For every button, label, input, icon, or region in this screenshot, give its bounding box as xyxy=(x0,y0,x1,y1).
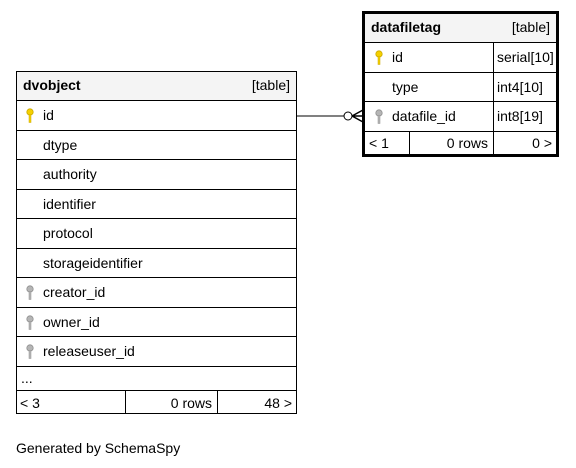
column-row[interactable]: creator_id xyxy=(17,278,296,308)
table-kind: [table] xyxy=(511,19,550,35)
column-name: owner_id xyxy=(43,314,100,330)
table-name[interactable]: dvobject xyxy=(23,77,81,93)
column-type: int8[19] xyxy=(497,108,543,124)
column-name: storageidentifier xyxy=(43,255,143,271)
column-name: authority xyxy=(43,166,97,182)
column-name: releaseuser_id xyxy=(43,343,135,359)
primary-key-icon xyxy=(375,50,383,65)
table-header: datafiletag [table] xyxy=(365,14,556,43)
child-count-link[interactable]: 48 > xyxy=(264,395,292,411)
table-footer: < 1 0 rows 0 > xyxy=(365,132,556,154)
column-name: identifier xyxy=(43,196,96,212)
foreign-key-icon xyxy=(26,285,34,300)
crows-foot-many-icon xyxy=(351,109,364,123)
column-name: type xyxy=(392,79,419,95)
column-row[interactable]: id serial[10] xyxy=(365,43,556,73)
table-header: dvobject [table] xyxy=(17,72,296,101)
column-row[interactable]: owner_id xyxy=(17,308,296,337)
more-columns-row[interactable]: ... xyxy=(17,367,296,391)
generated-by-label: Generated by SchemaSpy xyxy=(16,440,181,456)
table-kind: [table] xyxy=(251,77,290,93)
column-row[interactable]: type int4[10] xyxy=(365,73,556,102)
primary-key-icon xyxy=(26,108,34,123)
column-row[interactable]: storageidentifier xyxy=(17,249,296,278)
row-count: 0 rows xyxy=(170,395,212,411)
foreign-key-icon xyxy=(26,344,34,359)
child-count-link[interactable]: 0 > xyxy=(532,135,552,151)
column-name: creator_id xyxy=(43,284,106,300)
column-name: protocol xyxy=(43,225,93,241)
parent-count-link[interactable]: < 1 xyxy=(369,135,389,151)
more-columns-indicator: ... xyxy=(21,370,33,386)
table-footer: < 3 0 rows 48 > xyxy=(17,391,296,413)
column-row[interactable]: authority xyxy=(17,160,296,190)
column-row[interactable]: datafile_id int8[19] xyxy=(365,102,556,132)
row-count: 0 rows xyxy=(446,135,488,151)
table-dvobject[interactable]: dvobject [table] id dtype authority iden… xyxy=(16,71,297,414)
crows-foot-zero-or-many-icon xyxy=(343,111,353,121)
foreign-key-icon xyxy=(375,109,383,124)
column-name: dtype xyxy=(43,137,78,153)
column-name: id xyxy=(392,49,403,65)
column-row[interactable]: protocol xyxy=(17,219,296,249)
column-row[interactable]: identifier xyxy=(17,190,296,219)
table-datafiletag[interactable]: datafiletag [table] id serial[10] type i… xyxy=(362,11,559,157)
column-row[interactable]: id xyxy=(17,101,296,131)
foreign-key-icon xyxy=(26,315,34,330)
column-type: serial[10] xyxy=(497,49,554,65)
column-row[interactable]: releaseuser_id xyxy=(17,337,296,367)
column-name: id xyxy=(43,107,54,123)
table-name[interactable]: datafiletag xyxy=(371,19,442,35)
column-row[interactable]: dtype xyxy=(17,131,296,160)
parent-count-link[interactable]: < 3 xyxy=(20,395,40,411)
column-type: int4[10] xyxy=(497,79,543,95)
column-name: datafile_id xyxy=(392,108,456,124)
